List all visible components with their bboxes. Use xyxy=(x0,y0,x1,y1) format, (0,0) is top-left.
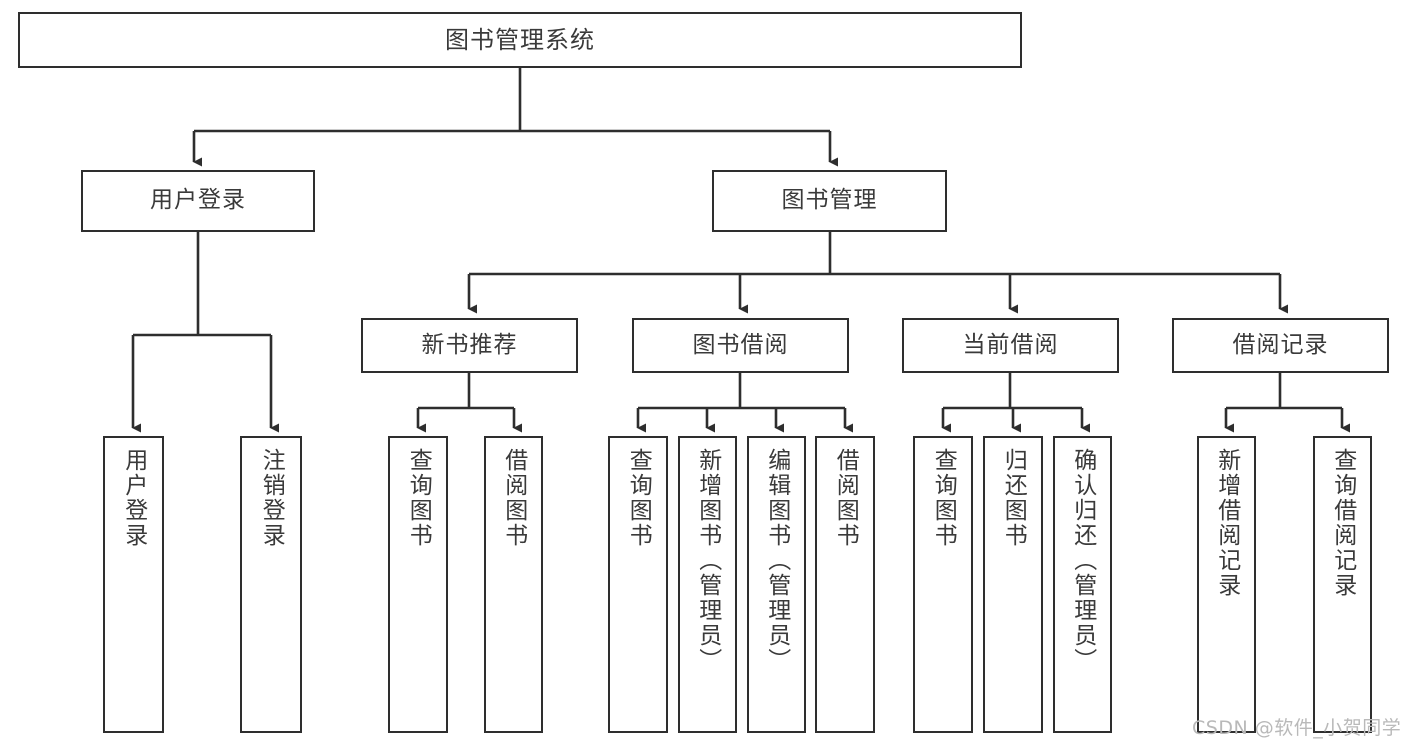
node-label: 编辑图书（管理员） xyxy=(763,448,790,673)
node-leaf-return-book[interactable]: 归还图书 xyxy=(983,436,1043,733)
csdn-watermark: CSDN @软件_小贺同学 xyxy=(1192,717,1402,739)
node-current-borrow[interactable]: 当前借阅 xyxy=(902,318,1119,373)
node-leaf-edit-book[interactable]: 编辑图书（管理员） xyxy=(747,436,806,733)
node-label: 确认归还（管理员） xyxy=(1069,448,1096,673)
node-leaf-user-login[interactable]: 用户登录 xyxy=(103,436,164,733)
node-label: 借阅图书 xyxy=(500,448,527,548)
node-leaf-borrow-book-1[interactable]: 借阅图书 xyxy=(484,436,543,733)
node-leaf-confirm-return[interactable]: 确认归还（管理员） xyxy=(1053,436,1112,733)
node-label: 借阅记录 xyxy=(1232,331,1329,358)
node-label: 当前借阅 xyxy=(962,331,1059,358)
node-leaf-user-logout[interactable]: 注销登录 xyxy=(240,436,302,733)
node-borrow-record[interactable]: 借阅记录 xyxy=(1172,318,1389,373)
node-label: 注销登录 xyxy=(258,448,285,548)
node-root-book-management-system[interactable]: 图书管理系统 xyxy=(18,12,1022,68)
node-leaf-query-book-1[interactable]: 查询图书 xyxy=(388,436,448,733)
node-label: 查询图书 xyxy=(930,448,957,548)
node-label: 查询图书 xyxy=(625,448,652,548)
node-label: 图书管理 xyxy=(781,187,878,214)
node-leaf-query-book-2[interactable]: 查询图书 xyxy=(608,436,668,733)
node-label: 借阅图书 xyxy=(832,448,859,548)
node-leaf-borrow-book-2[interactable]: 借阅图书 xyxy=(815,436,875,733)
node-label: 归还图书 xyxy=(1000,448,1027,548)
node-new-book-recommend[interactable]: 新书推荐 xyxy=(361,318,578,373)
node-leaf-add-record[interactable]: 新增借阅记录 xyxy=(1197,436,1256,733)
node-book-borrow[interactable]: 图书借阅 xyxy=(632,318,849,373)
node-book-management[interactable]: 图书管理 xyxy=(712,170,947,232)
node-user-login[interactable]: 用户登录 xyxy=(81,170,315,232)
node-label: 图书借阅 xyxy=(692,331,789,358)
node-leaf-query-book-3[interactable]: 查询图书 xyxy=(913,436,973,733)
node-label: 新书推荐 xyxy=(421,331,518,358)
node-label: 用户登录 xyxy=(120,448,147,548)
node-label: 查询图书 xyxy=(405,448,432,548)
node-leaf-add-book[interactable]: 新增图书（管理员） xyxy=(678,436,737,733)
node-label: 用户登录 xyxy=(150,187,246,214)
node-leaf-query-record[interactable]: 查询借阅记录 xyxy=(1313,436,1372,733)
node-label: 图书管理系统 xyxy=(445,25,595,54)
node-label: 新增借阅记录 xyxy=(1213,448,1240,598)
node-label: 新增图书（管理员） xyxy=(694,448,721,673)
node-label: 查询借阅记录 xyxy=(1329,448,1356,598)
